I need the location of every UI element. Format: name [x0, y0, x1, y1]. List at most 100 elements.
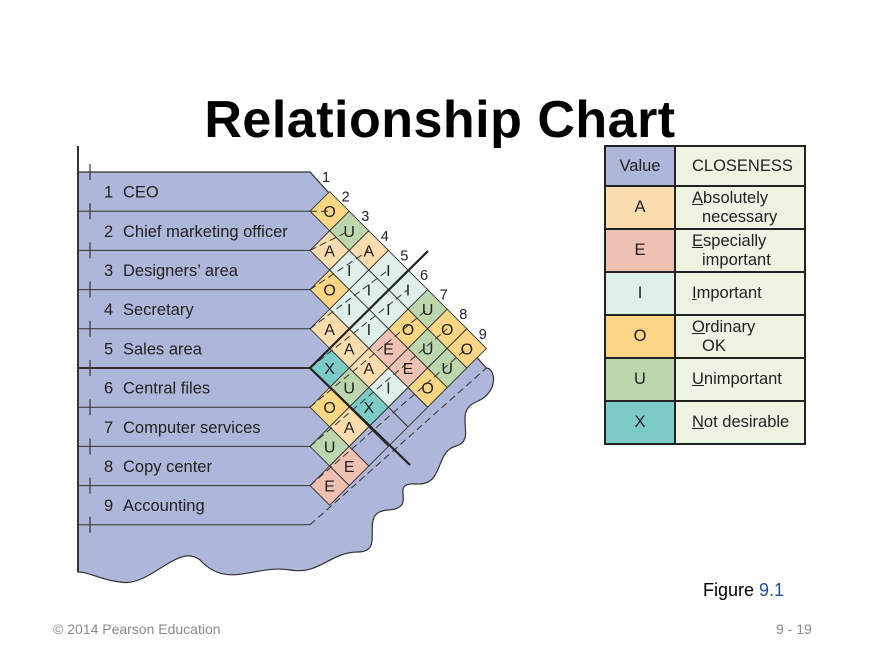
legend-value-cell: A: [604, 185, 676, 230]
department-name: Secretary: [123, 301, 194, 319]
relationship-code: O: [323, 283, 335, 300]
legend-value-cell: O: [604, 314, 676, 359]
relationship-code: U: [343, 381, 355, 398]
legend-initial: U: [692, 370, 704, 388]
legend-description-rest: nimportant: [703, 370, 782, 388]
diagonal-number: 1: [322, 170, 330, 186]
department-number: 2: [104, 223, 113, 241]
relationship-cell: [309, 465, 350, 506]
legend-initial: I: [692, 284, 697, 302]
relationship-code: A: [344, 341, 355, 358]
diagonal-number: 4: [381, 229, 389, 245]
figure-prefix: Figure: [703, 580, 755, 600]
legend-description-line: Important: [692, 284, 804, 303]
legend-description-cell: Not desirable: [674, 400, 806, 445]
legend-closeness-header: CLOSENESS: [674, 145, 806, 187]
grid-line: [309, 269, 389, 330]
legend-description-cell: Unimportant: [674, 357, 806, 402]
legend-value-cell: I: [604, 271, 676, 316]
legend-description-line: important: [702, 250, 771, 269]
group-divider: [309, 367, 411, 466]
relationship-code: O: [323, 204, 335, 221]
relationship-code: U: [324, 439, 336, 456]
relationship-code: O: [461, 341, 473, 358]
department-number: 1: [104, 184, 113, 202]
slide-title: Relationship Chart: [204, 90, 676, 149]
legend-value-cell: X: [604, 400, 676, 445]
legend-description-rest: bsolutely: [703, 188, 769, 207]
department-number: 9: [104, 497, 113, 515]
legend-description-line: OK: [702, 336, 726, 355]
relationship-code: O: [421, 381, 433, 398]
legend-description-line: Absolutely: [692, 189, 804, 208]
relationship-code: U: [343, 224, 355, 241]
legend-description-line: Unimportant: [692, 370, 804, 389]
department-number: 8: [104, 458, 113, 476]
legend-description-rest: ot desirable: [703, 413, 790, 431]
relationship-code: A: [344, 420, 355, 437]
legend-header-row: Value CLOSENESS: [604, 145, 806, 187]
department-name: Computer services: [123, 419, 261, 437]
relationship-code: U: [422, 302, 434, 319]
relationship-code: X: [363, 400, 374, 417]
legend-initial: E: [692, 231, 704, 250]
grid-line: [309, 348, 468, 486]
legend-value-header: Value: [604, 145, 676, 187]
department-name: Chief marketing officer: [123, 223, 288, 241]
legend-initial: A: [692, 188, 704, 207]
department-number: 5: [104, 340, 113, 358]
legend-initial: O: [692, 317, 705, 336]
relationship-code: I: [347, 263, 351, 280]
relationship-code: I: [347, 302, 351, 319]
diagonal-number: 7: [440, 288, 448, 304]
relationship-code: A: [363, 243, 374, 260]
relationship-code: A: [324, 322, 335, 339]
legend-description-rest: rdinary: [704, 317, 756, 336]
copyright-notice: © 2014 Pearson Education: [53, 621, 221, 637]
relationship-code: E: [344, 459, 355, 476]
legend-description-line: Not desirable: [692, 413, 804, 432]
relationship-code: I: [386, 302, 390, 319]
grid-line: [309, 289, 409, 369]
department-number: 3: [104, 262, 113, 280]
department-number: 4: [104, 301, 113, 319]
legend-initial: N: [692, 413, 704, 431]
relationship-code: A: [324, 243, 335, 260]
legend-description-cell: Important: [674, 271, 806, 316]
grid-line: [309, 249, 370, 291]
grid-line: [309, 328, 448, 447]
group-divider: [309, 250, 429, 369]
relationship-code: I: [386, 263, 390, 280]
diagonal-number: 5: [400, 248, 408, 264]
grid-line: [309, 230, 350, 251]
legend-description-line: Ordinary: [692, 318, 804, 337]
department-number: 6: [104, 380, 113, 398]
legend-description-line: Especially: [692, 232, 804, 251]
department-name: Designers’ area: [123, 262, 239, 280]
relationship-code: I: [406, 283, 410, 300]
figure-caption: Figure 9.1: [703, 580, 784, 601]
legend-value-cell: E: [604, 228, 676, 273]
department-name: Accounting: [123, 497, 205, 515]
relationship-code: O: [323, 400, 335, 417]
relationship-code: I: [386, 381, 390, 398]
diagonal-number: 2: [342, 190, 350, 206]
diagonal-number: 8: [459, 307, 467, 323]
relationship-code: E: [383, 341, 394, 358]
diagonal-number: 3: [361, 209, 369, 225]
relationship-code: O: [402, 322, 414, 339]
grid-line: [309, 367, 487, 526]
relationship-code: I: [367, 283, 371, 300]
relationship-code: E: [403, 361, 414, 378]
diagonal-number: 9: [479, 327, 487, 343]
department-name: Sales area: [123, 340, 203, 358]
